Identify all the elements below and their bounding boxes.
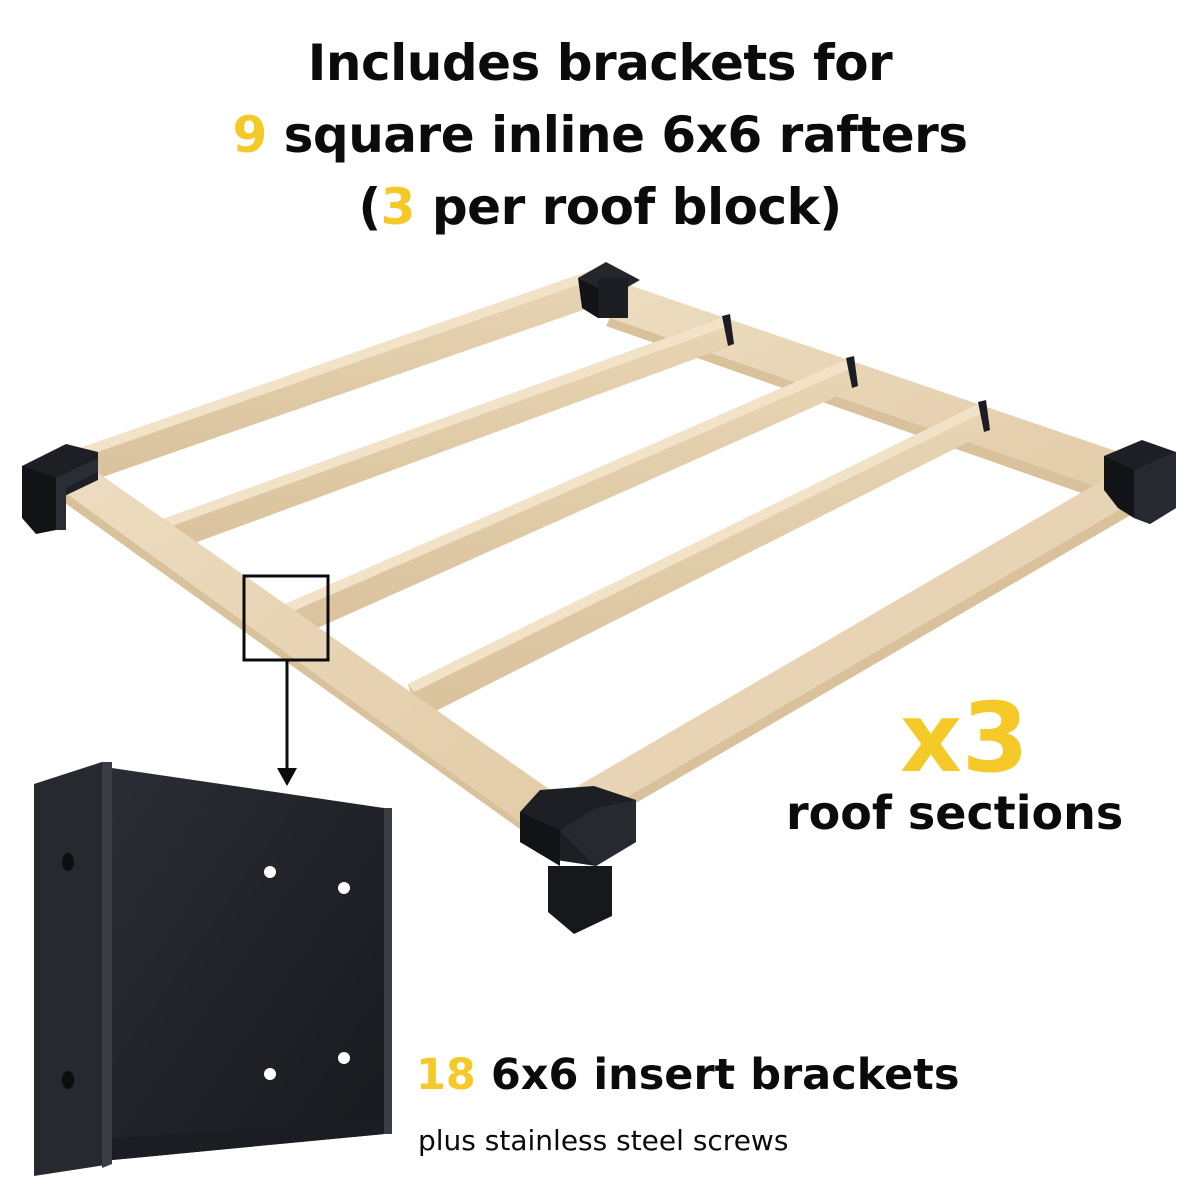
headline-line-3-text: per roof block) — [414, 178, 842, 236]
rafter-3 — [408, 400, 990, 720]
detail-callout — [242, 574, 330, 786]
multiplier-label: roof sections — [786, 786, 1124, 840]
corner-bracket-front — [520, 786, 636, 934]
headline-line-1: Includes brackets for — [0, 34, 1200, 92]
headline-line-2-text: square inline 6x6 rafters — [266, 106, 968, 164]
corner-bracket-right — [1104, 440, 1176, 524]
headline-line-2: 9 square inline 6x6 rafters — [0, 106, 1200, 164]
headline-line-1-text: Includes brackets for — [307, 34, 893, 92]
multiplier-value: x3 — [900, 682, 1029, 794]
insert-bracket-image — [34, 762, 392, 1176]
right-side-beam — [606, 282, 1148, 510]
bracket-label: 6x6 insert brackets — [475, 1050, 960, 1100]
headline-line-3: (3 per roof block) — [0, 178, 1200, 236]
front-beam — [540, 470, 1136, 846]
per-block-count: 3 — [380, 178, 416, 236]
rafter-count: 9 — [232, 106, 267, 164]
back-beam — [80, 268, 612, 480]
corner-bracket-back — [578, 262, 640, 318]
bracket-subtext: plus stainless steel screws — [418, 1124, 789, 1157]
bracket-count: 18 — [416, 1050, 476, 1100]
rafter-2 — [276, 356, 858, 642]
bracket-line: 18 6x6 insert brackets — [416, 1050, 959, 1100]
rafter-1 — [160, 314, 734, 552]
corner-bracket-left — [22, 444, 98, 534]
headline-line-3-open: ( — [358, 178, 381, 236]
